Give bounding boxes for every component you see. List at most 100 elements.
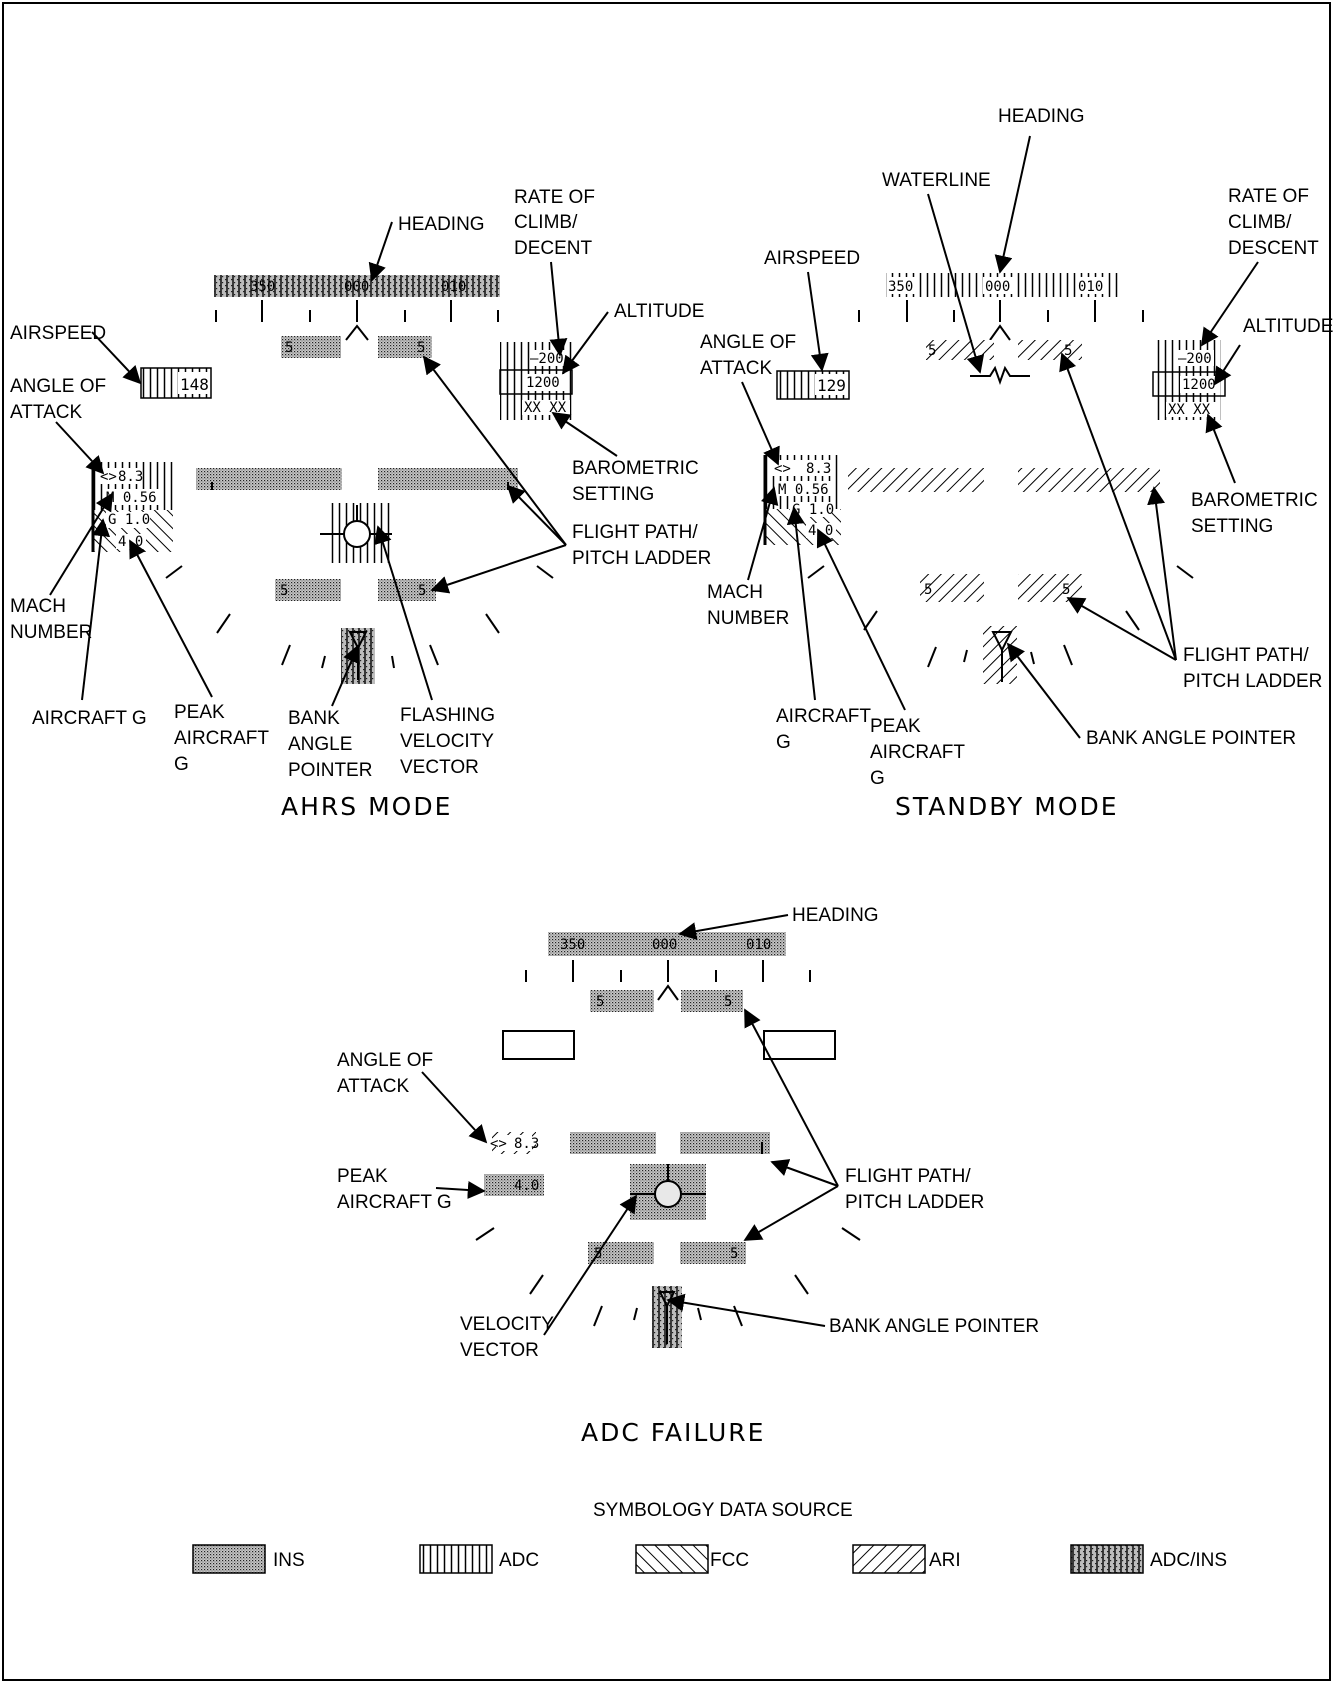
ahrs-bank-label-3: POINTER [288, 760, 372, 781]
standby-waterline [970, 365, 1030, 385]
ahrs-peak-g-label-1: PEAK [174, 702, 225, 723]
standby-mach-label-2: NUMBER [707, 608, 789, 629]
adc-heading-350: 350 [560, 937, 585, 953]
ahrs-heading-caret [345, 324, 369, 341]
ahrs-pitch-plus5-right [378, 336, 432, 358]
adc-peak-g-label-2: AIRCRAFT G [337, 1192, 452, 1213]
adc-pitch-plus5-right [681, 990, 743, 1012]
legend-swatch-fcc [635, 1544, 709, 1574]
ahrs-mach-label-2: NUMBER [10, 622, 92, 643]
ahrs-rate-label-2: CLIMB/ [514, 212, 578, 233]
adc-heading-caret [657, 984, 679, 1001]
ahrs-velocity-vector [343, 520, 371, 548]
ahrs-bank-pointer [348, 631, 368, 651]
standby-pitch-minus5-right [1018, 574, 1082, 602]
adc-bank-scale [475, 1227, 861, 1327]
ahrs-bank-scale [165, 565, 554, 669]
standby-waterline-label: WATERLINE [882, 170, 991, 191]
standby-panel: 350 000 010 5 5 129 –200 1200 XX XX [763, 273, 1226, 684]
ahrs-pitch-minus5-right-value: 5 [418, 583, 426, 599]
standby-rate-label-1: RATE OF [1228, 186, 1309, 207]
standby-mach-value: M 0.56 [778, 482, 829, 498]
standby-heading-caret [989, 324, 1011, 341]
ahrs-rate-value: –200 [530, 351, 564, 367]
ahrs-heading-010: 010 [441, 279, 466, 295]
standby-baro-label-2: SETTING [1191, 516, 1273, 537]
adc-bank-label: BANK ANGLE POINTER [829, 1316, 1039, 1337]
adc-pitch-plus5-left-value: 5 [596, 994, 604, 1010]
adc-velocity-vector [654, 1180, 682, 1208]
adc-aoa-label-1: ANGLE OF [337, 1050, 433, 1071]
ahrs-mach-label-1: MACH [10, 596, 66, 617]
standby-horizon-right [1018, 468, 1160, 492]
ahrs-heading-000: 000 [344, 279, 369, 295]
ahrs-airspeed-label: AIRSPEED [10, 323, 106, 344]
standby-mach-label-1: MACH [707, 582, 763, 603]
ahrs-aircraft-g-label: AIRCRAFT G [32, 708, 147, 729]
adc-horizon-right [680, 1132, 770, 1154]
ahrs-baro-label-2: SETTING [572, 484, 654, 505]
adc-peak-g-block [484, 1174, 544, 1196]
ahrs-rate-label-1: RATE OF [514, 187, 595, 208]
ahrs-horizon-right [378, 468, 518, 490]
ahrs-heading-350: 350 [250, 279, 275, 295]
legend-label-ins: INS [273, 1550, 305, 1571]
standby-horizon-left [848, 468, 984, 492]
standby-heading-350: 350 [888, 279, 913, 295]
standby-rate-label-3: DESCENT [1228, 238, 1319, 259]
ahrs-heading-ticks [215, 300, 499, 322]
ahrs-altitude-label: ALTITUDE [614, 301, 704, 322]
adc-title: ADC FAILURE [581, 1418, 765, 1447]
standby-airspeed-label: AIRSPEED [764, 248, 860, 269]
standby-pitch-plus5-left-value: 5 [928, 343, 936, 359]
standby-baro-label-1: BAROMETRIC [1191, 490, 1318, 511]
adc-flight-path-label-2: PITCH LADDER [845, 1192, 984, 1213]
adc-heading-ticks [525, 960, 811, 982]
ahrs-pitch-plus5-left [281, 336, 341, 358]
standby-peak-g-label-3: G [870, 768, 885, 789]
legend-label-fcc: FCC [710, 1550, 749, 1571]
adc-flight-path-label-1: FLIGHT PATH/ [845, 1166, 971, 1187]
standby-g-value: G 1.0 [792, 502, 834, 518]
standby-heading-010: 010 [1078, 279, 1103, 295]
ahrs-bank-label-1: BANK [288, 708, 340, 729]
adc-peak-g-value: 4.0 [514, 1178, 539, 1194]
standby-airspeed-value: 129 [817, 376, 846, 395]
standby-title: STANDBY MODE [895, 792, 1119, 821]
ahrs-labels: HEADING RATE OF CLIMB/ DECENT ALTITUDE A… [10, 187, 711, 821]
ahrs-g-value: G 1.0 [108, 512, 150, 528]
adc-pitch-plus5-right-value: 5 [724, 994, 732, 1010]
standby-heading-000: 000 [985, 279, 1010, 295]
standby-altitude-value: 1200 [1182, 377, 1216, 393]
legend: SYMBOLOGY DATA SOURCE INS ADC FCC ARI AD… [192, 1500, 1227, 1574]
ahrs-altitude-value: 1200 [526, 375, 560, 391]
adc-heading-000: 000 [652, 937, 677, 953]
legend-swatch-adc-ins [1070, 1544, 1144, 1574]
standby-peak-g-label-2: AIRCRAFT [870, 742, 965, 763]
ahrs-altitude-box [499, 369, 573, 395]
legend-label-adc-ins: ADC/INS [1150, 1550, 1227, 1571]
standby-heading-label: HEADING [998, 106, 1085, 127]
ahrs-bank-label-2: ANGLE [288, 734, 352, 755]
adc-aoa-symbol: <> [490, 1136, 507, 1152]
legend-swatch-ins [192, 1544, 266, 1574]
ahrs-airspeed-value: 148 [180, 375, 209, 394]
ahrs-baro-value: XX XX [524, 400, 567, 416]
ahrs-title: AHRS MODE [281, 792, 452, 821]
standby-bank-pointer [991, 631, 1013, 653]
standby-aircraft-g-label-1: AIRCRAFT [776, 706, 871, 727]
standby-bank-label: BANK ANGLE POINTER [1086, 728, 1296, 749]
standby-pitch-minus5-left [920, 574, 984, 602]
ahrs-velocity-label-1: FLASHING [400, 705, 495, 726]
standby-flight-path-label-1: FLIGHT PATH/ [1183, 645, 1309, 666]
standby-labels: HEADING WATERLINE RATE OF CLIMB/ DESCENT… [700, 106, 1333, 821]
legend-title: SYMBOLOGY DATA SOURCE [593, 1500, 853, 1521]
legend-label-adc: ADC [499, 1550, 539, 1571]
standby-bank-scale [807, 565, 1194, 668]
legend-swatch-adc [419, 1544, 493, 1574]
standby-rate-label-2: CLIMB/ [1228, 212, 1292, 233]
ahrs-heading-label: HEADING [398, 214, 485, 235]
ahrs-pitch-minus5-right [378, 579, 436, 601]
standby-aoa-label-2: ATTACK [700, 358, 772, 379]
ahrs-pitch-minus5-left-value: 5 [280, 583, 288, 599]
